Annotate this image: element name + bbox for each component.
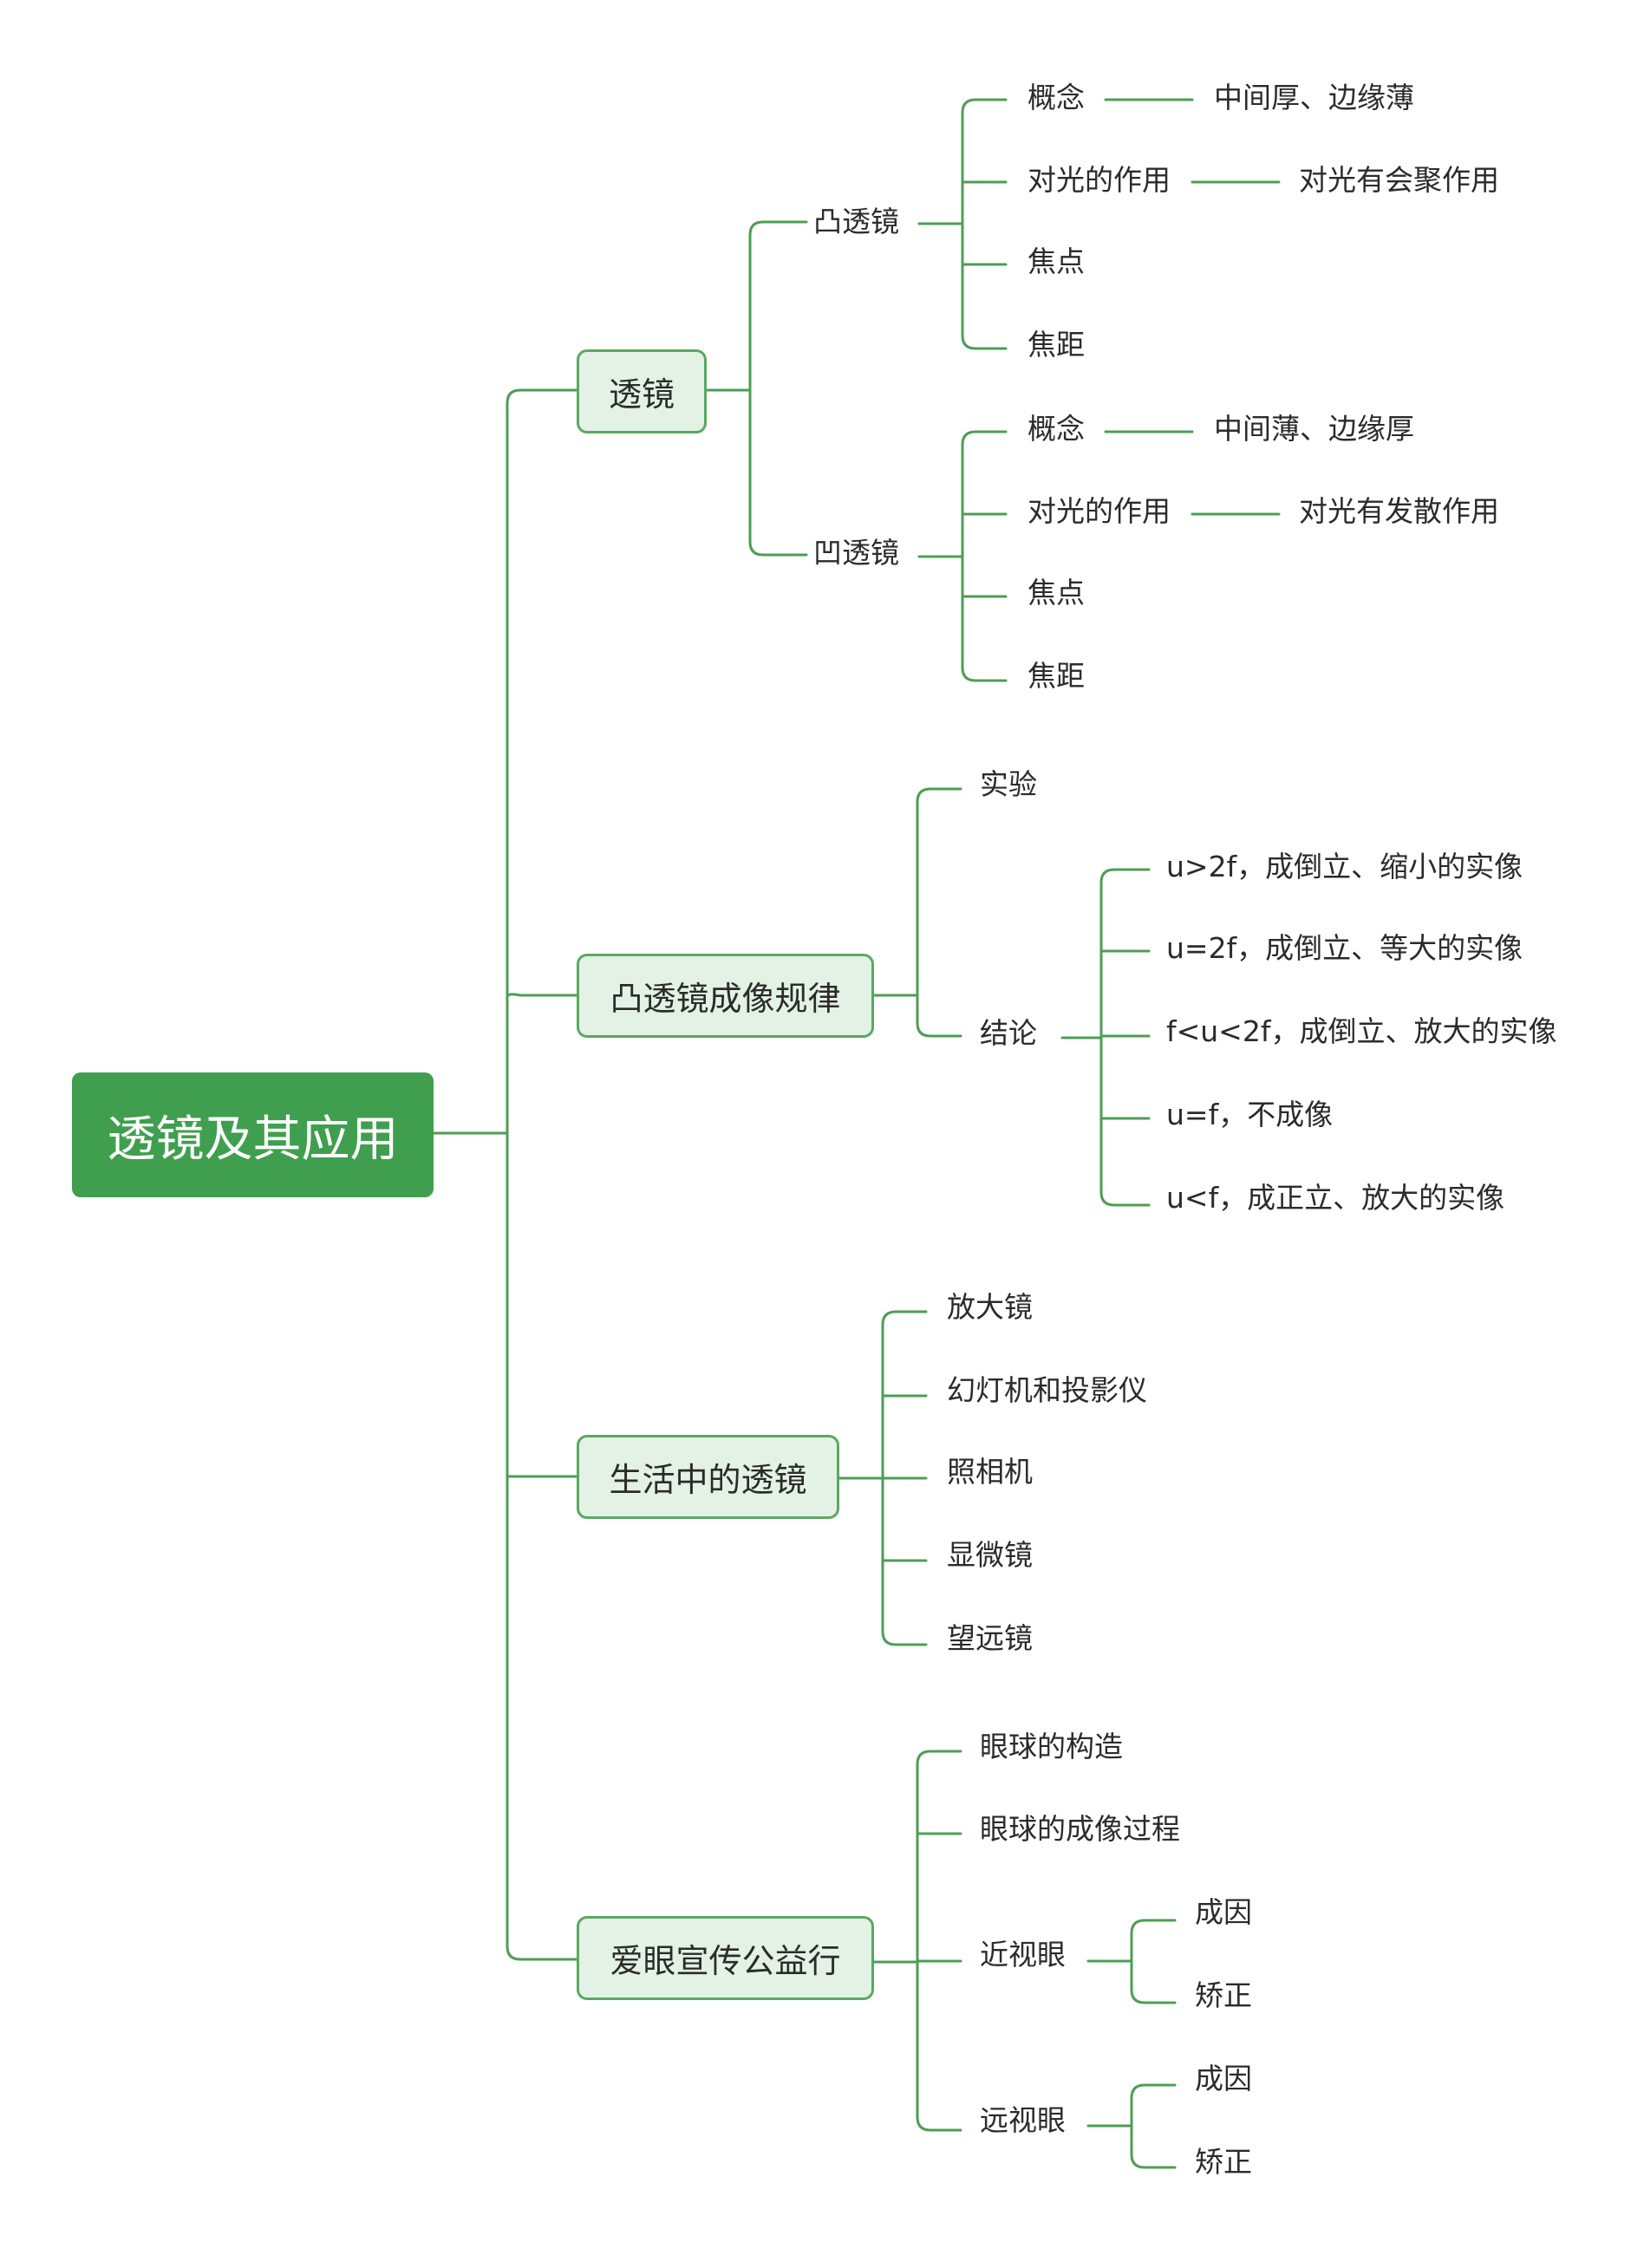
node-convex-focus[interactable]: 焦点 (1028, 244, 1085, 278)
node-convex-lens[interactable]: 凸透镜 (813, 205, 899, 238)
node-lens-label: 透镜 (608, 375, 675, 414)
node-projector[interactable]: 幻灯机和投影仪 (947, 1373, 1147, 1407)
node-myopia-cause[interactable]: 成因 (1195, 1895, 1252, 1929)
node-convex-effect-desc[interactable]: 对光有会聚作用 (1299, 163, 1499, 197)
node-concave-focus[interactable]: 焦点 (1028, 576, 1085, 609)
node-daily-lenses[interactable]: 生活中的透镜 (577, 1435, 839, 1519)
node-concave-concept[interactable]: 概念 (1028, 412, 1085, 446)
node-hyperopia-cause[interactable]: 成因 (1195, 2062, 1252, 2095)
node-hyperopia[interactable]: 远视眼 (980, 2103, 1066, 2137)
node-telescope[interactable]: 望远镜 (947, 1621, 1033, 1655)
node-concave-effect-desc[interactable]: 对光有发散作用 (1299, 494, 1499, 528)
node-daily-lenses-label: 生活中的透镜 (609, 1461, 807, 1499)
node-myopia[interactable]: 近视眼 (980, 1938, 1066, 1971)
node-myopia-correction[interactable]: 矫正 (1195, 1978, 1252, 2012)
node-eyeball-imaging[interactable]: 眼球的成像过程 (980, 1812, 1180, 1846)
node-convex-concept[interactable]: 概念 (1028, 81, 1085, 114)
node-rule-3[interactable]: f<u<2f，成倒立、放大的实像 (1166, 1014, 1557, 1048)
root-label: 透镜及其应用 (107, 1111, 399, 1168)
node-hyperopia-correction[interactable]: 矫正 (1195, 2145, 1252, 2179)
node-eyeball-structure[interactable]: 眼球的构造 (980, 1730, 1123, 1763)
node-lens[interactable]: 透镜 (577, 349, 707, 433)
node-microscope[interactable]: 显微镜 (947, 1538, 1033, 1572)
node-convex-focal-length[interactable]: 焦距 (1028, 328, 1085, 362)
node-eye-care-label: 爱眼宣传公益行 (610, 1942, 841, 1980)
node-concave-effect[interactable]: 对光的作用 (1028, 494, 1171, 528)
node-rule-4[interactable]: u=f，不成像 (1166, 1098, 1334, 1131)
node-experiment[interactable]: 实验 (980, 767, 1037, 801)
node-imaging-rules-label: 凸透镜成像规律 (610, 980, 841, 1018)
node-eye-care[interactable]: 爱眼宣传公益行 (577, 1916, 874, 2000)
node-magnifier[interactable]: 放大镜 (947, 1290, 1033, 1324)
node-rule-2[interactable]: u=2f，成倒立、等大的实像 (1166, 931, 1523, 965)
node-imaging-rules[interactable]: 凸透镜成像规律 (577, 954, 874, 1038)
node-rule-1[interactable]: u>2f，成倒立、缩小的实像 (1166, 850, 1523, 883)
node-concave-concept-desc[interactable]: 中间薄、边缘厚 (1214, 412, 1414, 446)
node-convex-effect[interactable]: 对光的作用 (1028, 163, 1171, 197)
node-camera[interactable]: 照相机 (947, 1455, 1033, 1489)
node-concave-focal-length[interactable]: 焦距 (1028, 659, 1085, 693)
node-rule-5[interactable]: u<f，成正立、放大的实像 (1166, 1181, 1505, 1215)
root-node[interactable]: 透镜及其应用 (72, 1072, 434, 1197)
node-conclusion[interactable]: 结论 (980, 1016, 1037, 1050)
node-convex-concept-desc[interactable]: 中间厚、边缘薄 (1214, 81, 1414, 114)
node-concave-lens[interactable]: 凹透镜 (813, 536, 899, 570)
